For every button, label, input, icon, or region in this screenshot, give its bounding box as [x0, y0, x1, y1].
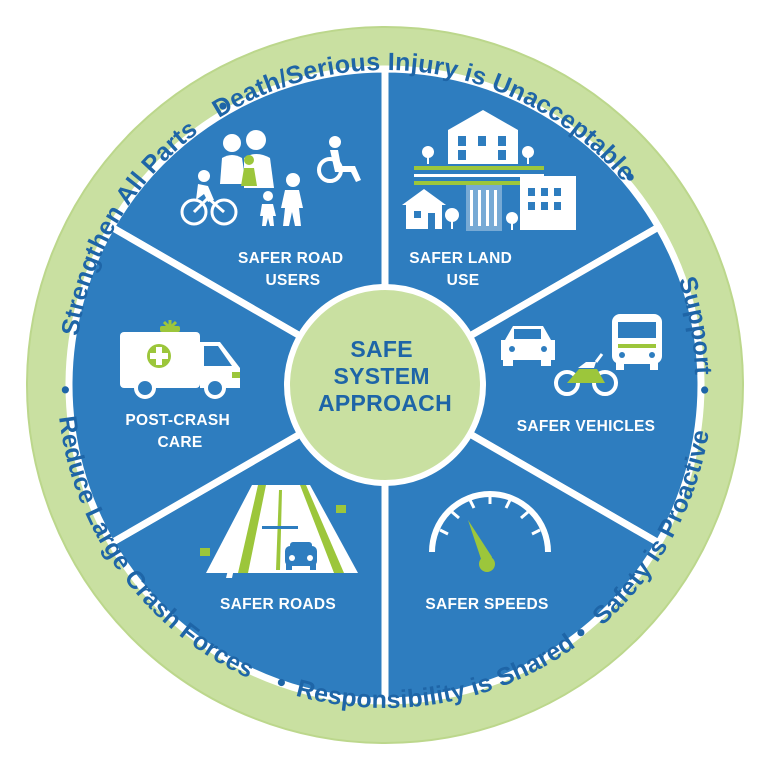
bullet-bottom-left: •: [51, 385, 79, 395]
segment-label-land-use-line2: USE: [447, 272, 480, 289]
ambulance-icon: [120, 320, 240, 399]
segment-label-post-crash-line2: CARE: [157, 434, 202, 451]
principles-ring-edge: [26, 26, 744, 744]
segment-label-vehicles: SAFER VEHICLES: [517, 418, 656, 435]
bullet-right: •: [691, 385, 719, 395]
segment-label-road-users-line2: USERS: [266, 272, 321, 289]
road-icon: [200, 485, 358, 578]
speedometer-icon: [429, 491, 551, 572]
segment-label-road-users-line1: SAFER ROAD: [238, 250, 343, 267]
segment-label-roads-line1: SAFER ROADS: [220, 596, 336, 613]
center-title-line2: SYSTEM: [333, 363, 429, 389]
center-hub: [284, 284, 486, 486]
center-title: SAFE SYSTEM APPROACH: [318, 336, 452, 416]
center-title-line1: SAFE: [350, 336, 413, 362]
segments-outer-edge: [67, 67, 703, 703]
segment-label-speeds-line1: SAFER SPEEDS: [425, 596, 548, 613]
segment-label-land-use-line1: SAFER LAND: [409, 250, 512, 267]
bullet-bottom-left-path: •: [51, 385, 79, 395]
segment-label-road-users: SAFER ROAD USERS: [238, 250, 348, 289]
segment-label-land-use: SAFER LAND USE: [409, 250, 517, 289]
segment-label-roads: SAFER ROADS: [220, 596, 336, 613]
segment-label-vehicles-line1: SAFER VEHICLES: [517, 418, 656, 435]
bullet-right-path: •: [691, 385, 719, 395]
land-use-icon: [402, 110, 576, 231]
vehicles-icon: [501, 314, 662, 396]
segment-label-post-crash-line1: POST-CRASH: [125, 412, 230, 429]
road-users-icon: [180, 130, 361, 226]
segment-label-speeds: SAFER SPEEDS: [425, 596, 548, 613]
segment-labels: SAFER ROAD USERS SAFER LAND USE SAFER VE…: [125, 250, 655, 613]
segment-label-post-crash: POST-CRASH CARE: [125, 412, 234, 451]
center-title-line3: APPROACH: [318, 390, 452, 416]
